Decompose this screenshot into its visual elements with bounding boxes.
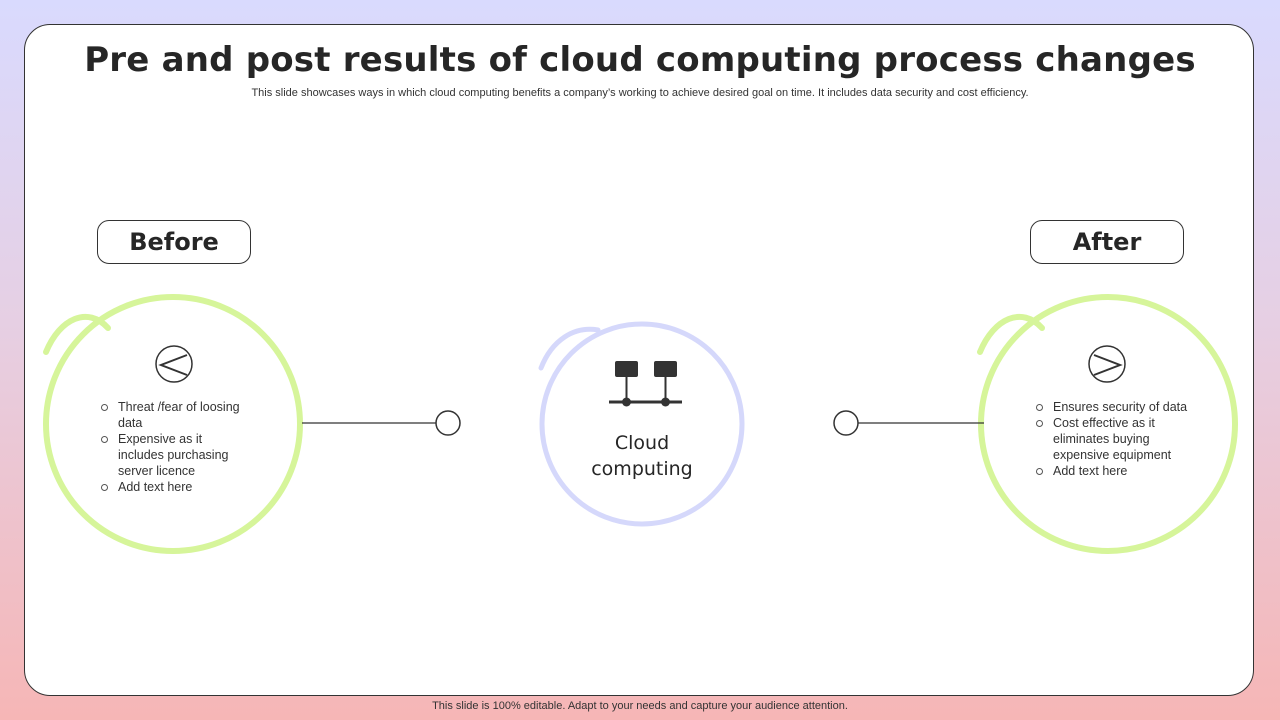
list-item: Expensive as it includes purchasing serv… xyxy=(100,431,250,479)
before-bullet-list: Threat /fear of loosing data Expensive a… xyxy=(100,399,250,495)
list-item: Cost effective as it eliminates buying e… xyxy=(1035,415,1195,463)
after-bullet-list: Ensures security of data Cost effective … xyxy=(1035,399,1195,479)
center-label-line-1: Cloud xyxy=(614,432,670,454)
network-computers-icon xyxy=(609,361,682,407)
slide-title: Pre and post results of cloud computing … xyxy=(84,40,1196,80)
list-item: Threat /fear of loosing data xyxy=(100,399,250,431)
slide-footer: This slide is 100% editable. Adapt to yo… xyxy=(432,700,848,712)
chevron-left-icon xyxy=(155,345,193,383)
list-item: Add text here xyxy=(1035,463,1195,479)
left-connector-node xyxy=(435,410,461,436)
chevron-right-icon xyxy=(1088,345,1126,383)
slide-subtitle: This slide showcases ways in which cloud… xyxy=(251,87,1029,99)
list-item: Add text here xyxy=(100,479,250,495)
right-connector-node xyxy=(833,410,859,436)
slide-card xyxy=(24,24,1254,696)
center-ring xyxy=(538,321,745,527)
after-label: After xyxy=(1030,220,1184,264)
center-label: Cloud computing xyxy=(562,430,722,482)
before-ring xyxy=(43,294,303,554)
before-label: Before xyxy=(97,220,251,264)
list-item: Ensures security of data xyxy=(1035,399,1195,415)
after-ring xyxy=(977,294,1238,554)
center-label-line-2: computing xyxy=(591,458,693,480)
